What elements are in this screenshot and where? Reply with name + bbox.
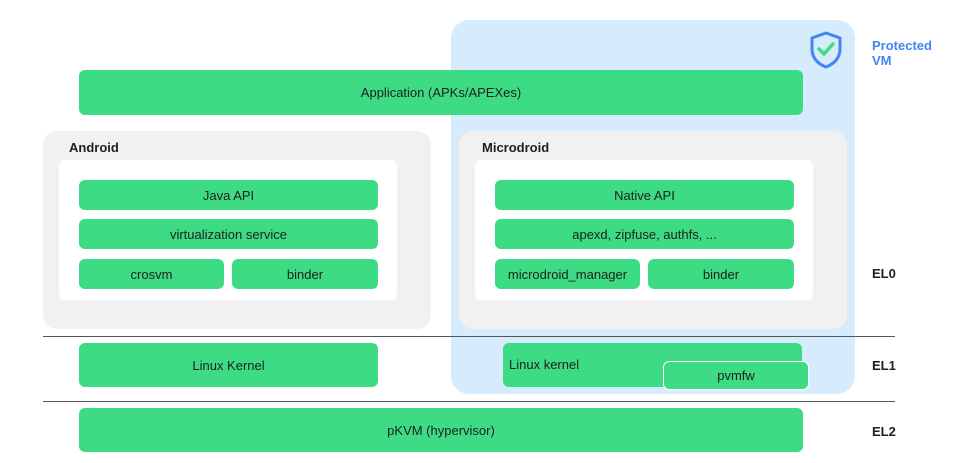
el2-separator	[43, 401, 895, 402]
linux-kernel-guest-label: Linux kernel	[509, 357, 580, 372]
daemons-block: apexd, zipfuse, authfs, ...	[495, 219, 794, 249]
pvmfw-block: pvmfw	[663, 361, 809, 390]
protected-vm-label: Protected VM	[872, 38, 952, 68]
el2-label: EL2	[872, 424, 896, 439]
android-title: Android	[69, 140, 119, 155]
crosvm-block: crosvm	[79, 259, 224, 289]
microdroid-manager-block: microdroid_manager	[495, 259, 640, 289]
android-binder-block: binder	[232, 259, 378, 289]
microdroid-binder-block: binder	[648, 259, 794, 289]
el1-label: EL1	[872, 358, 896, 373]
shield-check-icon	[808, 30, 844, 70]
el0-label: EL0	[872, 266, 896, 281]
application-block: Application (APKs/APEXes)	[79, 70, 803, 115]
el1-separator	[43, 336, 895, 337]
virtualization-service-block: virtualization service	[79, 219, 378, 249]
microdroid-title: Microdroid	[482, 140, 550, 155]
native-api-block: Native API	[495, 180, 794, 210]
java-api-block: Java API	[79, 180, 378, 210]
protected-vm-label-line2: VM	[872, 53, 892, 68]
protected-vm-label-line1: Protected	[872, 38, 932, 53]
pkvm-block: pKVM (hypervisor)	[79, 408, 803, 452]
linux-kernel-host-block: Linux Kernel	[79, 343, 378, 387]
